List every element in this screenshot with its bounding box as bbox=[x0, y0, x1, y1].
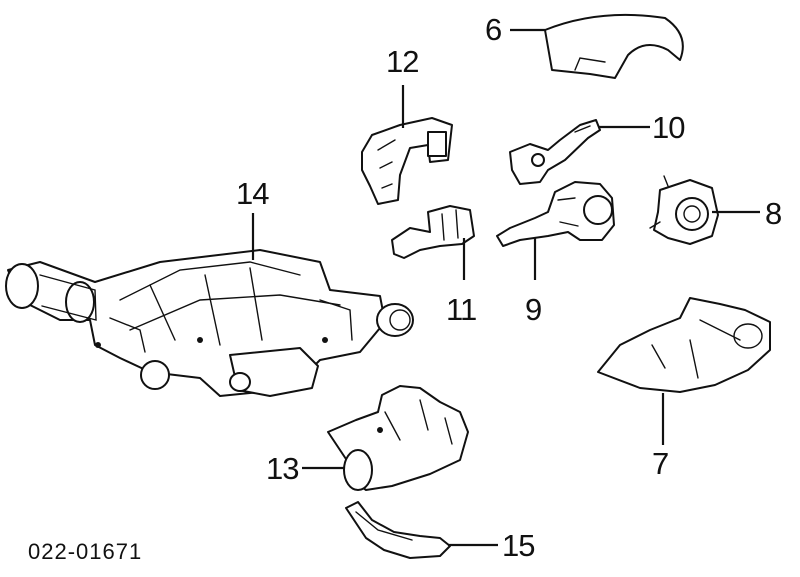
part-14-steering-column bbox=[5, 249, 414, 397]
callout-9: 9 bbox=[525, 292, 542, 327]
callout-10: 10 bbox=[652, 110, 685, 145]
part-12-bracket bbox=[361, 117, 453, 205]
part-8-clock-spring bbox=[649, 175, 719, 245]
part-6-upper-shroud bbox=[544, 13, 684, 79]
callout-14: 14 bbox=[236, 176, 269, 211]
part-7-lower-shroud bbox=[597, 297, 771, 393]
figure-code: 022-01671 bbox=[28, 539, 143, 564]
callout-12: 12 bbox=[386, 44, 419, 79]
part-15-trim bbox=[345, 501, 451, 559]
part-11-switch bbox=[391, 205, 475, 259]
part-13-ignition-housing bbox=[327, 385, 469, 491]
callout-8: 8 bbox=[765, 196, 782, 231]
callout-13: 13 bbox=[266, 451, 299, 486]
callout-6: 6 bbox=[485, 12, 502, 47]
part-9-lever-switch bbox=[496, 181, 615, 247]
part-10-lever-switch bbox=[509, 119, 601, 185]
callout-11: 11 bbox=[446, 292, 477, 327]
callout-7: 7 bbox=[652, 446, 669, 481]
callout-15: 15 bbox=[502, 528, 535, 563]
